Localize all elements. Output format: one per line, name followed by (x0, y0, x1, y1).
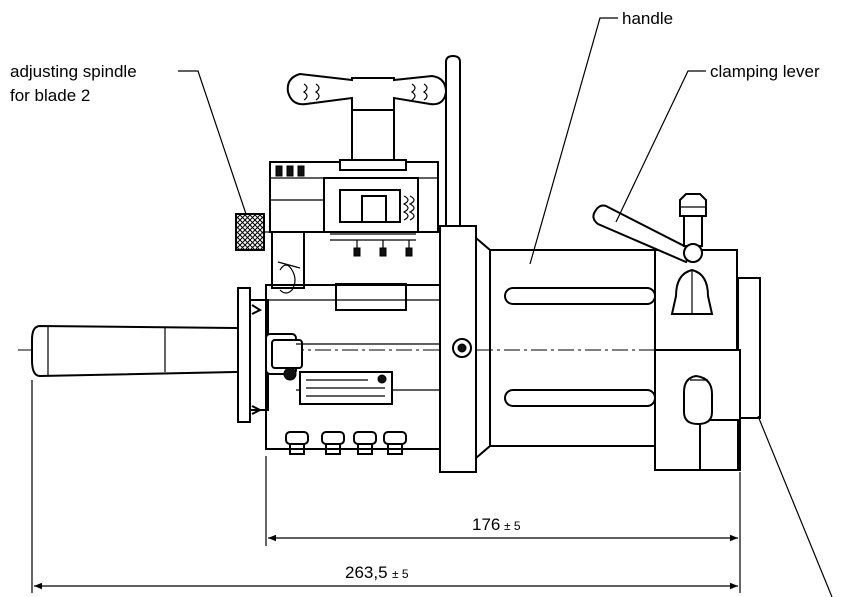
leader-lines (178, 17, 833, 597)
label-clamping-lever: clamping lever (710, 62, 820, 81)
dimension-176-tolerance: ± 5 (504, 519, 521, 533)
main-flange (439, 225, 477, 473)
grip (31, 324, 245, 378)
vertical-rod (445, 54, 461, 231)
dimension-263-5: 263,5 (345, 563, 388, 582)
label-adjusting-spindle: adjusting spindle (10, 62, 137, 81)
star-knob (286, 72, 448, 171)
dimension-176: 176 (472, 515, 500, 534)
label-for-blade-2: for blade 2 (10, 86, 90, 105)
blade-holder (269, 161, 439, 294)
left-flange (237, 287, 303, 423)
dimension-263-5-tolerance: ± 5 (392, 567, 409, 581)
clamping-lever (592, 193, 707, 264)
bottom-screws (285, 431, 407, 455)
dimension-lines (31, 380, 741, 593)
main-body (265, 283, 442, 455)
adjusting-spindle (235, 213, 272, 251)
label-handle: handle (622, 9, 673, 28)
clamp-block (654, 249, 761, 471)
